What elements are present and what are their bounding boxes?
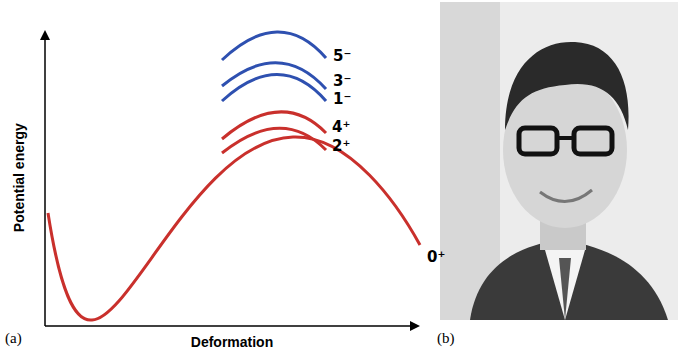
state-label: 2⁺ — [332, 138, 350, 155]
state-label: 1⁻ — [333, 91, 351, 108]
panel-label: (a) — [5, 330, 22, 347]
panel-label: (b) — [437, 330, 455, 347]
state-label: 0⁺ — [427, 249, 445, 266]
axis-label: Potential energy — [11, 124, 26, 233]
negative-parity-levels — [222, 32, 326, 101]
state-label: 4⁺ — [332, 119, 350, 136]
state-label: 5⁻ — [333, 48, 351, 65]
state-label: 3⁻ — [333, 73, 351, 90]
axis-label: Deformation — [191, 335, 273, 350]
portrait-photo — [440, 2, 678, 320]
positive-parity-levels — [222, 112, 326, 153]
axes — [45, 32, 418, 326]
potential-curve — [48, 137, 420, 320]
